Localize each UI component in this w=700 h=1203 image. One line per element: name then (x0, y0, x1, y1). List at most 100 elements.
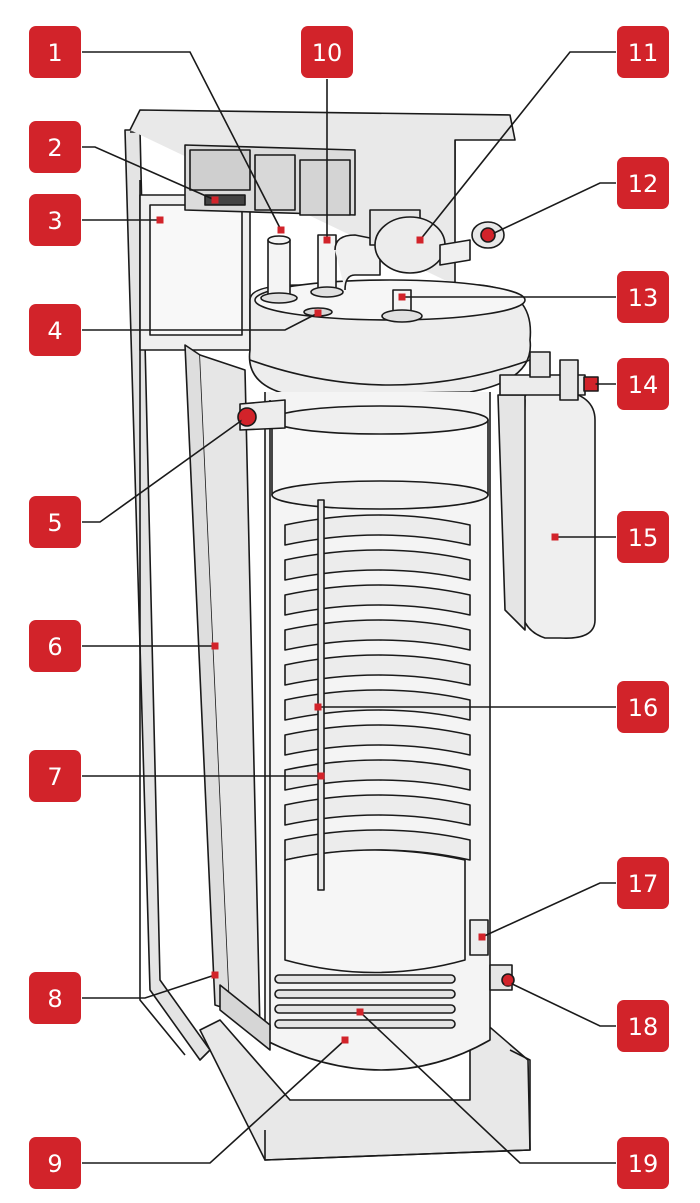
appliance-illustration (124, 109, 599, 1161)
callout-4: 4 (29, 304, 81, 356)
callout-badge-19 (617, 1137, 669, 1189)
heater-element (274, 974, 456, 1029)
safety-valve-group (499, 351, 599, 401)
callout-badge-1 (29, 26, 81, 78)
leader-line-1 (82, 51, 282, 231)
leader-end-points (156, 196, 596, 1044)
callout-2: 2 (29, 121, 81, 173)
leader-end-15 (551, 533, 559, 541)
leader-end-9 (341, 1036, 349, 1044)
leader-line-19 (359, 1011, 616, 1164)
leader-end-1 (277, 226, 285, 234)
leader-end-16 (314, 703, 322, 711)
callout-label-6: 6 (47, 633, 62, 661)
callout-label-8: 8 (47, 985, 62, 1013)
callout-6: 6 (29, 620, 81, 672)
callout-badge-5 (29, 496, 81, 548)
leader-end-14 (588, 380, 596, 388)
leader-end-6 (211, 642, 219, 650)
leader-line-5 (82, 417, 246, 523)
callout-label-4: 4 (47, 317, 62, 345)
callout-label-12: 12 (628, 170, 659, 198)
callout-badge-11 (617, 26, 669, 78)
callout-label-7: 7 (47, 763, 62, 791)
callout-13: 13 (617, 271, 669, 323)
callout-label-19: 19 (628, 1150, 659, 1178)
callout-label-17: 17 (628, 870, 659, 898)
leader-end-10 (323, 236, 331, 244)
callout-badge-2 (29, 121, 81, 173)
callout-badge-13 (617, 271, 669, 323)
top-connections (260, 234, 423, 323)
callout-badge-6 (29, 620, 81, 672)
leader-end-18 (504, 978, 512, 986)
leader-line-12 (489, 182, 616, 236)
leader-end-12 (486, 231, 494, 239)
callout-12: 12 (617, 157, 669, 209)
callout-17: 17 (617, 857, 669, 909)
callout-8: 8 (29, 972, 81, 1024)
callout-label-15: 15 (628, 524, 659, 552)
callout-label-16: 16 (628, 694, 659, 722)
callout-15: 15 (617, 511, 669, 563)
leader-end-13 (398, 293, 406, 301)
callout-badge-16 (617, 681, 669, 733)
leader-end-3 (156, 216, 164, 224)
callout-7: 7 (29, 750, 81, 802)
callout-label-14: 14 (628, 371, 659, 399)
leader-line-4 (82, 312, 319, 331)
expansion-vessel (497, 389, 596, 639)
leader-line-8 (82, 974, 216, 999)
leader-lines (82, 51, 616, 1164)
heating-coil (284, 514, 471, 861)
tank-interior-lower (284, 499, 466, 974)
leader-end-11 (416, 236, 424, 244)
callout-badge-4 (29, 304, 81, 356)
leader-line-18 (507, 981, 616, 1027)
callout-label-13: 13 (628, 284, 659, 312)
callout-label-9: 9 (47, 1150, 62, 1178)
leader-end-8 (211, 971, 219, 979)
callout-badge-12 (617, 157, 669, 209)
callout-1: 1 (29, 26, 81, 78)
callout-badge-3 (29, 194, 81, 246)
callout-badge-10 (301, 26, 353, 78)
callout-badge-14 (617, 358, 669, 410)
callout-badge-7 (29, 750, 81, 802)
callout-label-3: 3 (47, 207, 62, 235)
callout-badge-15 (617, 511, 669, 563)
callout-label-18: 18 (628, 1013, 659, 1041)
callout-11: 11 (617, 26, 669, 78)
callout-label-2: 2 (47, 134, 62, 162)
leader-line-2 (82, 146, 216, 201)
callout-label-1: 1 (47, 39, 62, 67)
side-frame-strip (184, 344, 261, 1031)
callout-16: 16 (617, 681, 669, 733)
callout-badge-8 (29, 972, 81, 1024)
callout-3: 3 (29, 194, 81, 246)
leader-line-11 (419, 51, 616, 241)
leader-end-17 (478, 933, 486, 941)
callout-9: 9 (29, 1137, 81, 1189)
leader-end-7 (317, 772, 325, 780)
leader-end-5 (241, 414, 249, 422)
callout-14: 14 (617, 358, 669, 410)
callout-label-10: 10 (312, 39, 343, 67)
callout-10: 10 (301, 26, 353, 78)
leader-end-19 (356, 1008, 364, 1016)
callout-label-11: 11 (628, 39, 659, 67)
bottom-manifold (219, 984, 271, 1051)
callout-19: 19 (617, 1137, 669, 1189)
callout-badge-18 (617, 1000, 669, 1052)
callout-badge-17 (617, 857, 669, 909)
leader-line-17 (481, 882, 616, 938)
leader-end-4 (314, 309, 322, 317)
callout-5: 5 (29, 496, 81, 548)
leader-line-9 (82, 1039, 346, 1164)
callout-18: 18 (617, 1000, 669, 1052)
leader-end-2 (211, 196, 219, 204)
callout-label-5: 5 (47, 509, 62, 537)
callout-badge-9 (29, 1137, 81, 1189)
